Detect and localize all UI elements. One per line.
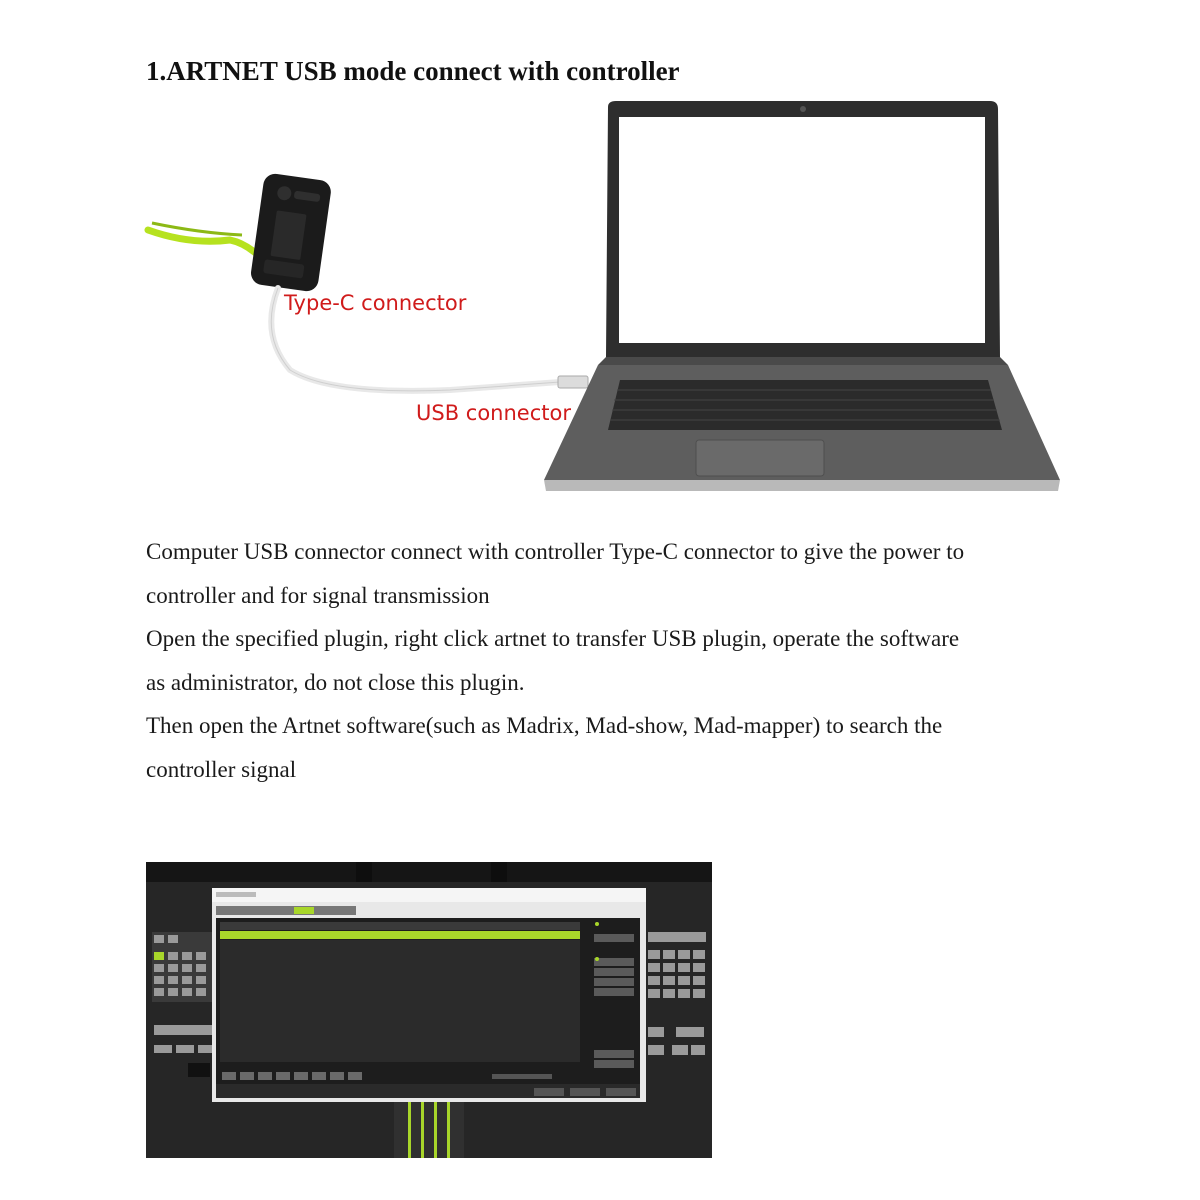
usb-connector-label: USB connector [416,401,571,425]
instruction-line: Open the specified plugin, right click a… [146,626,960,651]
instruction-line: controller and for signal transmission [146,582,490,608]
right-control-panel [648,932,706,1055]
type-c-connector-label: Type-C connector [284,291,467,315]
instruction-line: Then open the Artnet software(such as Ma… [146,713,943,738]
instruction-line: Computer USB connector connect with cont… [146,539,965,564]
software-screenshot [146,862,712,1158]
usb-plug [557,375,589,389]
instructions-text: Computer USB connector connect with cont… [146,530,1066,791]
laptop-screen [619,117,985,343]
software-screenshot-graphic [146,862,712,1158]
instruction-line: controller signal [146,756,297,782]
controller-device [251,173,331,292]
left-control-panel [152,932,212,1077]
connection-figure [130,95,1070,505]
laptop [544,101,1060,491]
instruction-line: as administrator, do not close this plug… [146,669,525,695]
plugin-dialog [212,888,646,1102]
section-heading: 1.ARTNET USB mode connect with controlle… [146,56,680,86]
connection-illustration [144,101,1060,491]
